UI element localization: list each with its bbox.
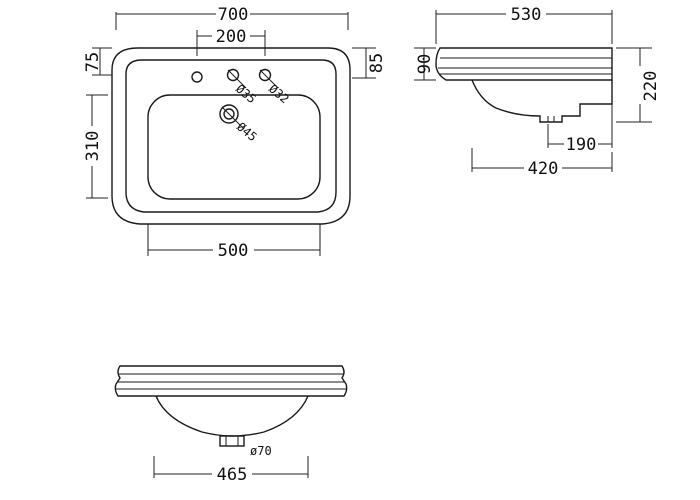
label-tap-hole-32: Ø32 <box>266 82 292 107</box>
side-bowl-profile <box>471 79 613 123</box>
dim-label-700: 700 <box>218 5 249 25</box>
basin-outer-outline <box>111 47 351 225</box>
dim-label-220: 220 <box>641 71 661 102</box>
dim-bowl-depth-420: 420 <box>471 148 613 179</box>
front-bowl-profile <box>155 395 309 437</box>
label-waste-70: ø70 <box>250 444 272 458</box>
dim-label-310: 310 <box>83 131 103 162</box>
label-tap-hole-35: Ø35 <box>233 82 259 107</box>
tap-hole-right <box>258 68 272 82</box>
dim-depth-530: 530 <box>435 5 613 44</box>
bowl-outline <box>147 94 321 200</box>
dim-tap-spacing-200: 200 <box>196 27 266 56</box>
dim-label-465: 465 <box>217 465 248 485</box>
dim-label-530: 530 <box>511 5 542 25</box>
dim-bowl-width-465: 465 <box>153 456 309 485</box>
waste-outlet <box>219 104 239 124</box>
dim-rim-height-90: 90 <box>414 47 436 81</box>
front-view: ø70 465 <box>114 365 348 485</box>
tap-hole-left <box>191 71 203 83</box>
dim-bowl-width-500: 500 <box>147 241 321 261</box>
dim-label-190: 190 <box>566 135 597 155</box>
dim-back-edge-75: 75 <box>83 47 112 76</box>
dim-side-edge-85: 85 <box>352 47 387 79</box>
dim-label-85: 85 <box>367 53 387 73</box>
dim-label-500: 500 <box>218 241 249 261</box>
dim-width-700: 700 <box>115 5 349 30</box>
dim-label-200: 200 <box>216 27 247 47</box>
pedestal-outline <box>147 224 321 250</box>
side-view: 530 90 220 190 <box>414 5 661 179</box>
dim-depth-310: 310 <box>83 94 108 199</box>
dim-label-90: 90 <box>415 54 435 74</box>
top-view: 700 200 75 85 <box>83 5 387 261</box>
dim-label-420: 420 <box>528 159 559 179</box>
basin-rim-outline <box>125 59 337 213</box>
front-waste-outlet <box>219 435 245 447</box>
front-rim-profile <box>114 365 348 397</box>
side-rim-profile <box>435 47 613 81</box>
dim-label-75: 75 <box>83 52 103 72</box>
dim-height-220: 220 <box>616 47 661 123</box>
tap-hole-middle <box>226 68 240 82</box>
dim-waste-offset-190: 190 <box>547 104 613 155</box>
